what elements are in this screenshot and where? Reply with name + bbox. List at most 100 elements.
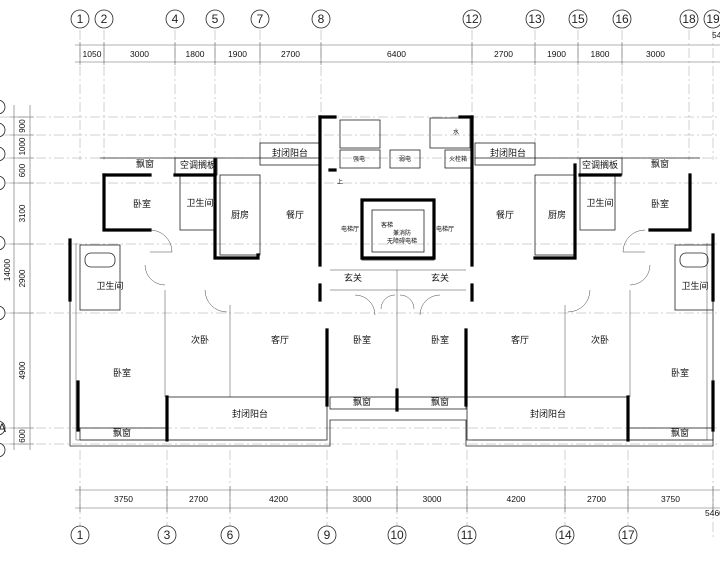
fixture-label-weak-box: 弱电 bbox=[399, 155, 411, 163]
left-dimension-label: 600 bbox=[18, 429, 27, 443]
horizontal-axis-lines bbox=[0, 116, 720, 445]
bottom-axis-bubble-17-circle bbox=[618, 525, 638, 545]
left-axis-bubble-A-label: A bbox=[0, 421, 6, 435]
top-axis-bubble-2: 2 bbox=[94, 9, 114, 29]
bottom-dimension-label: 3000 bbox=[353, 494, 372, 504]
fixture-label-ac-w: 空调搁板 bbox=[180, 159, 216, 171]
room-label-second-bed-w: 次卧 bbox=[191, 334, 209, 346]
bottom-axis-bubble-11: 11 bbox=[457, 525, 477, 545]
fixture-label-fire-hydrant: 火栓箱 bbox=[449, 155, 467, 163]
bottom-axis-bubble-10-label: 10 bbox=[390, 528, 404, 542]
bottom-axis-bubble-6-circle bbox=[220, 525, 240, 545]
top-axis-bubble-18-label: 18 bbox=[682, 12, 696, 26]
bottom-axis-bubble-17-label: 17 bbox=[621, 528, 635, 542]
left-axis-bubble-A-circle bbox=[0, 420, 6, 436]
room-label-kitchen-w: 厨房 bbox=[231, 209, 249, 221]
bottom-axis-bubble-6: 6 bbox=[220, 525, 240, 545]
room-label-bedroom-nw: 卧室 bbox=[133, 198, 151, 210]
structural-walls bbox=[68, 115, 715, 442]
room-label-dining-w: 餐厅 bbox=[286, 209, 304, 221]
left-dimension-label: 900 bbox=[18, 119, 27, 133]
top-axis-bubble-2-circle bbox=[94, 9, 114, 29]
top-dimension-label: 1900 bbox=[547, 49, 566, 59]
fixture-label-bay-sw: 飘窗 bbox=[113, 427, 131, 439]
bottom-axis-bubble-17: 17 bbox=[618, 525, 638, 545]
top-axis-bubble-4-label: 4 bbox=[172, 12, 179, 26]
top-axis-bubble-13: 13 bbox=[525, 9, 545, 29]
top-axis-bubble-15: 15 bbox=[568, 9, 588, 29]
fixture-label-shaft: 水 bbox=[453, 128, 459, 136]
top-axis-bubble-4-circle bbox=[165, 9, 185, 29]
room-label-foyer-w: 玄关 bbox=[344, 272, 362, 284]
bottom-dimension-label: 4200 bbox=[507, 494, 526, 504]
room-label-bathroom-e: 卫生间 bbox=[681, 280, 708, 292]
top-axis-bubble-13-circle bbox=[525, 9, 545, 29]
top-axis-bubble-5-label: 5 bbox=[212, 12, 219, 26]
top-axis-bubble-15-circle bbox=[568, 9, 588, 29]
bottom-axis-bubble-11-label: 11 bbox=[461, 528, 474, 542]
top-axis-bubble-12-label: 12 bbox=[465, 12, 479, 26]
top-axis-bubble-12: 12 bbox=[462, 9, 482, 29]
top-axis-bubble-19: 19 bbox=[703, 9, 720, 29]
top-axis-bubble-1-circle bbox=[70, 9, 90, 29]
top-axis-bubble-19-label: 19 bbox=[706, 12, 720, 26]
top-axis-bubble-8: 8 bbox=[311, 9, 331, 29]
fixture-label-elev-hall-e: 电梯厅 bbox=[436, 225, 454, 233]
top-axis-bubble-2-label: 2 bbox=[101, 12, 108, 26]
bottom-axis-bubble-14: 14 bbox=[555, 525, 575, 545]
bottom-axis-bubble-1-label: 1 bbox=[77, 528, 84, 542]
bottom-axis-bubble-3: 3 bbox=[157, 525, 177, 545]
fixture-label-ac-e: 空调搁板 bbox=[582, 159, 618, 171]
top-axis-bubble-16-label: 16 bbox=[615, 12, 629, 26]
bottom-axis-bubble-11-circle bbox=[457, 525, 477, 545]
fixture-label-balcony-s-w: 封闭阳台 bbox=[232, 408, 268, 420]
bottom-axis-bubble-9-circle bbox=[317, 525, 337, 545]
bottom-dimension-label: 3750 bbox=[661, 494, 680, 504]
bottom-axis-bubble-14-circle bbox=[555, 525, 575, 545]
dimension-lines bbox=[13, 44, 720, 509]
left-axis-bubble-partial bbox=[0, 235, 6, 251]
top-dimension-label: 3000 bbox=[130, 49, 149, 59]
top-axis-bubble-12-circle bbox=[462, 9, 482, 29]
bottom-axis-bubble-3-circle bbox=[157, 525, 177, 545]
top-overall-dimension: 5460 bbox=[712, 30, 720, 40]
top-axis-bubble-19-circle bbox=[703, 9, 720, 29]
left-axis-bubble-partial bbox=[0, 175, 6, 191]
left-axis-bubble-partial bbox=[0, 122, 6, 138]
bottom-dimension-label: 3750 bbox=[114, 494, 133, 504]
fixture-label-bay-se: 飘窗 bbox=[671, 427, 689, 439]
left-axis-bubbles: A bbox=[0, 99, 6, 458]
fixture-label-bay-c-w: 飘窗 bbox=[353, 396, 371, 408]
top-axis-bubble-16-circle bbox=[612, 9, 632, 29]
bottom-dimension-label: 4200 bbox=[269, 494, 288, 504]
top-axis-bubble-7-circle bbox=[250, 9, 270, 29]
left-dimension-label: 2900 bbox=[18, 269, 27, 287]
left-axis-bubble-partial bbox=[0, 99, 6, 115]
bottom-dimension-label: 2700 bbox=[189, 494, 208, 504]
top-dimension-label: 1050 bbox=[83, 49, 102, 59]
room-label-bedroom-ce: 卧室 bbox=[431, 334, 449, 346]
room-label-bedroom-cw: 卧室 bbox=[353, 334, 371, 346]
door-swings bbox=[144, 229, 651, 316]
left-axis-bubble-partial bbox=[0, 146, 6, 162]
top-axis-bubble-18: 18 bbox=[679, 9, 699, 29]
top-axis-bubble-1: 1 bbox=[70, 9, 90, 29]
top-dimension-label: 1900 bbox=[228, 49, 247, 59]
bottom-axis-bubble-9: 9 bbox=[317, 525, 337, 545]
top-axis-bubble-5: 5 bbox=[205, 9, 225, 29]
bottom-dimension-label: 2700 bbox=[587, 494, 606, 504]
top-dimension-label: 3000 bbox=[646, 49, 665, 59]
fixture-label-strong-box: 强电 bbox=[353, 155, 365, 163]
top-axis-bubble-7: 7 bbox=[250, 9, 270, 29]
fixture-label-bay-c-e: 飘窗 bbox=[431, 396, 449, 408]
bottom-axis-bubble-1: 1 bbox=[70, 525, 90, 545]
room-label-living-e: 客厅 bbox=[511, 334, 529, 346]
top-dimension-label: 2700 bbox=[281, 49, 300, 59]
bottom-dimension-label: 3000 bbox=[423, 494, 442, 504]
fixture-label-balcony-s-e: 封闭阳台 bbox=[530, 408, 566, 420]
bottom-dimension-labels: 375027004200300030004200270037505460 bbox=[79, 486, 720, 518]
top-dimension-label: 6400 bbox=[387, 49, 406, 59]
fixture-label-balcony-ne: 封闭阳台 bbox=[490, 147, 526, 159]
left-axis-bubble-A: A bbox=[0, 420, 6, 436]
